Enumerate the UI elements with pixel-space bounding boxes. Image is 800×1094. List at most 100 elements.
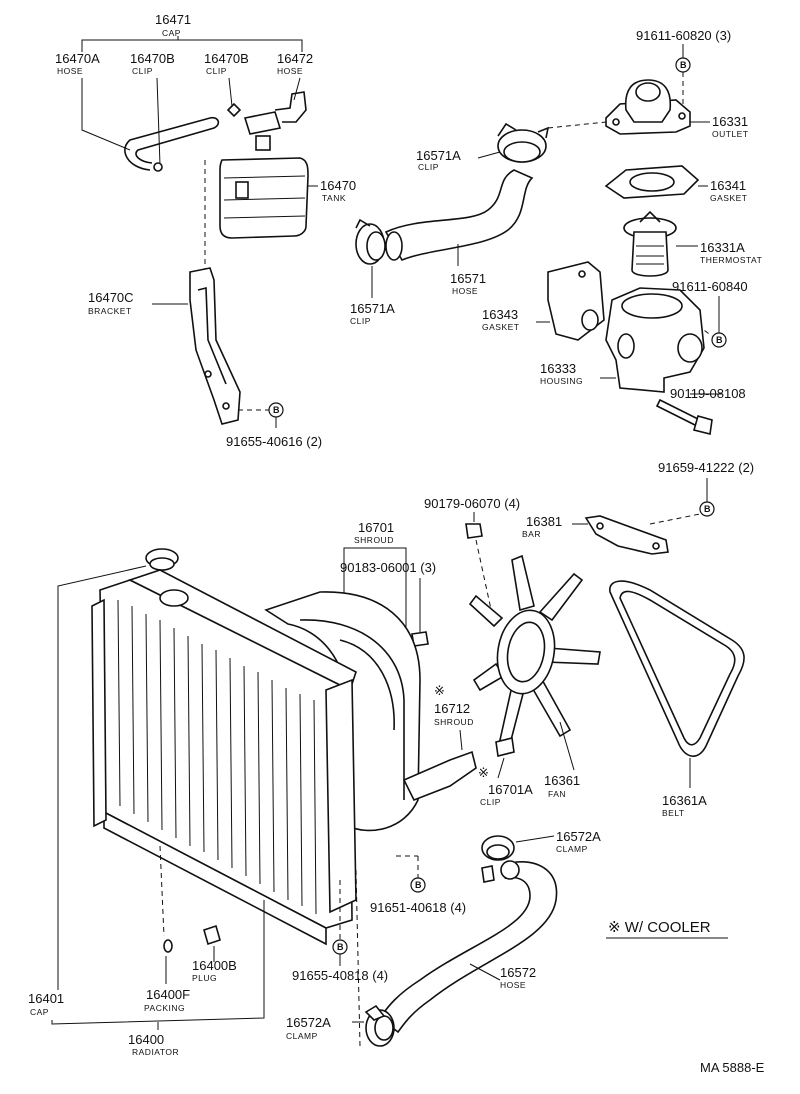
housing-top-port — [621, 293, 683, 319]
callout-16381-number: 16381 — [526, 514, 562, 529]
callout-16472-name: HOSE — [277, 66, 303, 76]
bolt-head — [693, 415, 713, 435]
callout-91655-40818-number: 91655-40818 (4) — [292, 968, 388, 983]
callout-90183-06001-number: 90183-06001 (3) — [340, 560, 436, 575]
b-marker — [711, 332, 727, 348]
callout-16381-name: BAR — [522, 529, 541, 539]
hose-end — [385, 231, 403, 261]
tank-hose — [274, 91, 307, 123]
dashed-guide — [475, 539, 493, 615]
callout-91611-60840-number: 91611-60840 — [672, 279, 748, 294]
callout-16701A-name: CLIP — [480, 797, 501, 807]
callout-16571A-number: 16571A — [350, 301, 395, 316]
leader-line — [81, 39, 303, 52]
upper-radiator-hose — [384, 169, 534, 262]
b-marker-letter: B — [716, 335, 723, 345]
fan-blade — [468, 594, 504, 628]
callout-16400-name: RADIATOR — [132, 1047, 179, 1057]
callout-16571-number: 16571 — [450, 271, 486, 286]
callout-16470-number: 16470 — [320, 178, 356, 193]
leader-line — [515, 835, 555, 843]
callout-16343-number: 16343 — [482, 307, 518, 322]
reservoir-tank-group: 16471 CAP 16470A HOSE 16470B CLIP 16470B… — [55, 12, 356, 449]
shroud-inner-edge — [299, 619, 405, 800]
drain-plug — [203, 924, 221, 946]
radiator-side-frame — [325, 678, 357, 914]
fan-group: 91659-41222 (2) B 90179-06070 (4) 16381 … — [424, 460, 754, 818]
filler-neck — [159, 589, 189, 607]
b-marker — [410, 877, 426, 893]
bar-hole — [596, 522, 604, 530]
tank-rib — [223, 197, 306, 201]
callout-16400F-number: 16400F — [146, 987, 190, 1002]
callout-16401-number: 16401 — [28, 991, 64, 1006]
callout-16470A-number: 16470A — [55, 51, 100, 66]
callout-16400B-name: PLUG — [192, 973, 217, 983]
flange-hole — [678, 112, 686, 120]
leader-line — [156, 77, 161, 166]
tank-bracket — [189, 267, 241, 425]
callout-16401-name: CAP — [30, 1007, 49, 1017]
callout-16361A-number: 16361A — [662, 793, 707, 808]
fan-hub-inner — [506, 621, 546, 683]
leader-line — [459, 729, 463, 751]
callout-16361A-name: BELT — [662, 808, 685, 818]
v-belt — [609, 580, 745, 757]
b-marker-letter: B — [415, 880, 422, 890]
callout-16471-name: CAP — [162, 28, 181, 38]
callout-16572A-name: CLAMP — [286, 1031, 318, 1041]
clamp-screw — [364, 1004, 386, 1021]
housing-inlet — [617, 333, 635, 359]
callout-16572A-name: CLAMP — [556, 844, 588, 854]
bracket-hole — [204, 370, 212, 378]
callout-91611-60820-number: 91611-60820 (3) — [636, 28, 731, 43]
overflow-hose — [124, 116, 220, 171]
callout-16331-number: 16331 — [712, 114, 748, 129]
b-marker — [699, 501, 715, 517]
outlet-bore — [635, 82, 661, 102]
bracket-edge — [197, 286, 227, 385]
leader-line — [57, 565, 147, 990]
callout-16571A-name: CLIP — [418, 162, 439, 172]
b-marker-letter: B — [273, 405, 280, 415]
b-marker-letter: B — [704, 504, 711, 514]
fan-blade — [511, 554, 535, 612]
callout-16331A-number: 16331A — [700, 240, 745, 255]
radiator-fins — [117, 599, 317, 915]
hose-end — [500, 860, 520, 880]
reservoir-cap — [243, 111, 282, 135]
dashed-guide — [547, 121, 607, 129]
radiator-group: 16400B PLUG 16400F PACKING 16401 CAP 164… — [28, 548, 466, 1057]
leader-line — [228, 77, 233, 107]
clamp-screw — [481, 865, 495, 883]
callout-16470B-name: CLIP — [206, 66, 227, 76]
callout-16341-name: GASKET — [710, 193, 747, 203]
tank-rib — [223, 215, 306, 219]
fan-clutch-hub — [496, 609, 556, 695]
callout-16400F-name: PACKING — [144, 1003, 185, 1013]
callout-91659-41222-number: 91659-41222 (2) — [658, 460, 754, 475]
callout-16343-name: GASKET — [482, 322, 519, 332]
leader-line — [81, 78, 131, 151]
hose-clip-inner — [503, 141, 541, 163]
gasket-hole — [629, 172, 675, 192]
fan-nut — [465, 523, 483, 539]
callout-16361-name: FAN — [548, 789, 566, 799]
gasket-port — [581, 309, 599, 331]
fan-blade — [499, 684, 525, 746]
callout-91655-40616-number: 91655-40616 (2) — [226, 434, 322, 449]
callout-16470-name: TANK — [322, 193, 346, 203]
drain-packing — [163, 939, 173, 953]
clip-tab — [537, 126, 550, 139]
callout-16572A-number: 16572A — [556, 829, 601, 844]
callout-16470C-name: BRACKET — [88, 306, 132, 316]
callout-16572A-number: 16572A — [286, 1015, 331, 1030]
dashed-guide — [649, 513, 701, 525]
callout-16470C-number: 16470C — [88, 290, 134, 305]
housing-bolt — [655, 398, 702, 428]
fan-blade — [538, 572, 584, 622]
leader-line — [559, 721, 575, 771]
callout-90179-06070-number: 90179-06070 (4) — [424, 496, 520, 511]
callout-16331A-name: THERMOSTAT — [700, 255, 762, 265]
